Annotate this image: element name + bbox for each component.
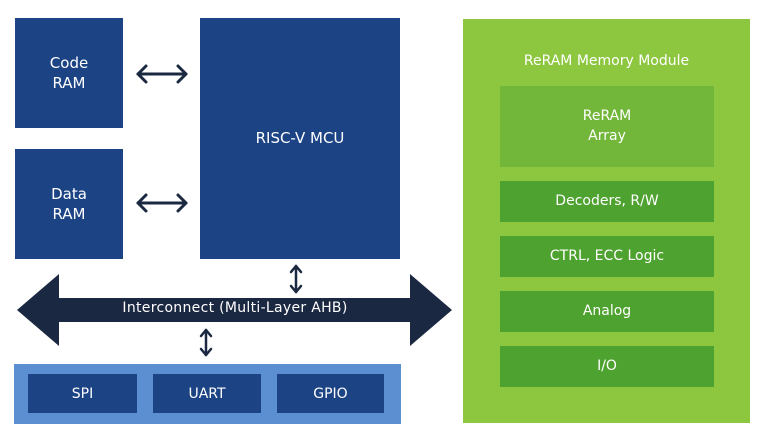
bus-peripheral-arrow-icon <box>199 328 213 357</box>
decoders-block: Decoders, R/W <box>500 181 714 222</box>
data-ram-block: Data RAM <box>15 149 123 259</box>
gpio-label: GPIO <box>313 385 348 402</box>
uart-label: UART <box>188 385 226 402</box>
memory-module-title: ReRAM Memory Module <box>523 53 690 69</box>
code-ram-mcu-arrow-icon <box>136 64 188 84</box>
risc-v-mcu-block: RISC-V MCU <box>200 18 400 259</box>
gpio-block: GPIO <box>277 374 384 413</box>
analog-label: Analog <box>582 302 632 319</box>
decoders-label: Decoders, R/W <box>555 192 659 209</box>
data-ram-label-line2: RAM <box>52 205 86 223</box>
data-ram-mcu-arrow-icon <box>136 193 188 213</box>
ctrl-ecc-label: CTRL, ECC Logic <box>549 247 665 264</box>
interconnect-label: Interconnect (Multi-Layer AHB) <box>122 300 348 316</box>
io-label: I/O <box>597 357 617 374</box>
code-ram-label-line2: RAM <box>52 74 86 92</box>
reram-array-block: ReRAM Array <box>500 86 714 167</box>
code-ram-label-line1: Code <box>49 53 89 72</box>
analog-block: Analog <box>500 291 714 332</box>
code-ram-block: Code RAM <box>15 18 123 128</box>
data-ram-label-line1: Data <box>51 184 87 203</box>
spi-label: SPI <box>71 385 94 402</box>
io-block: I/O <box>500 346 714 387</box>
spi-block: SPI <box>28 374 137 413</box>
uart-block: UART <box>153 374 261 413</box>
mcu-label: RISC-V MCU <box>255 129 345 148</box>
reram-array-label-line2: Array <box>588 127 626 144</box>
ctrl-ecc-block: CTRL, ECC Logic <box>500 236 714 277</box>
reram-array-label-line1: ReRAM <box>582 107 632 124</box>
mcu-bus-arrow-icon <box>289 264 303 294</box>
